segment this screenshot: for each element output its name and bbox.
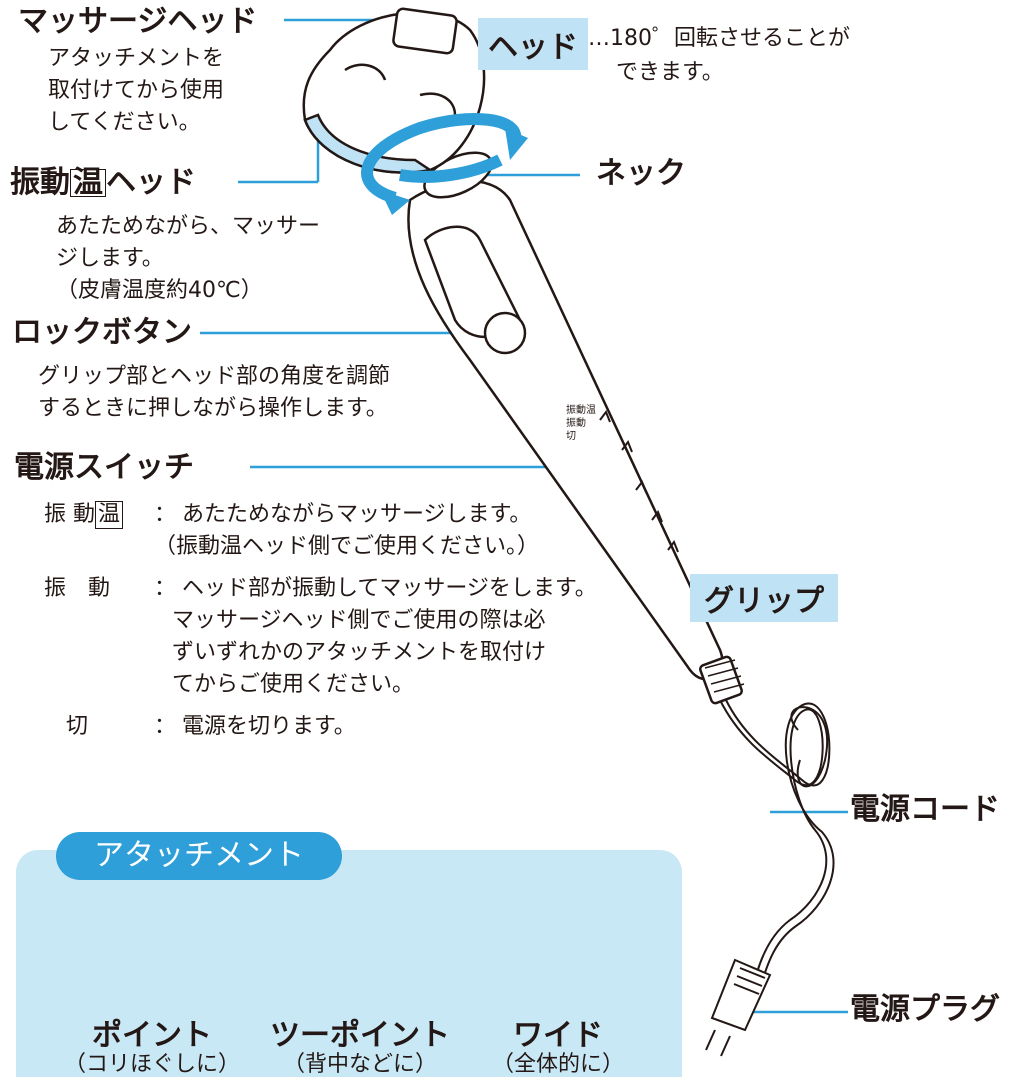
head-label: ヘッド: [478, 18, 588, 70]
switch-key-warm: 振 動温: [44, 500, 154, 530]
massage-head-label: マッサージヘッド: [18, 4, 258, 39]
rotation-arrowhead-icon: [380, 190, 410, 215]
power-switch-label: 電源スイッチ: [14, 450, 194, 485]
warm-box: 温: [70, 168, 106, 198]
power-plug-drawing: [705, 958, 772, 1057]
grip-drawing: [407, 179, 745, 705]
power-plug-label: 電源プラグ: [850, 992, 1000, 1027]
attachment-panel: [16, 850, 682, 1077]
switch-warm-line-1: あたためながらマッサージします。: [182, 502, 532, 527]
head-desc-1: …180゜回転させることが: [588, 26, 850, 51]
switch-key-vibration: 振 動: [44, 576, 111, 601]
switch-mode-warm: 振 動温：あたためながらマッサージします。: [44, 500, 531, 530]
lock-desc-2: するときに押しながら操作します。: [38, 396, 388, 421]
massage-head-desc-1: アタッチメントを: [48, 46, 225, 71]
attachment-twopoint-name: ツーポイント: [270, 1018, 450, 1053]
vib-warm-head-label: 振動温ヘッド: [10, 165, 196, 201]
switch-vib-line-3: ずいずれかのアタッチメントを取付け: [172, 640, 547, 665]
rotation-arrow-icon: [361, 113, 522, 204]
power-cord-drawing: [719, 699, 835, 983]
rotation-arrowhead-icon: [505, 128, 528, 160]
lock-desc-1: グリップ部とヘッド部の角度を調節: [38, 364, 391, 389]
attachment-title: アタッチメント: [56, 832, 342, 880]
lock-button-label: ロックボタン: [12, 315, 192, 350]
switch-warm-line-2: （振動温ヘッド側でご使用ください。）: [154, 534, 540, 559]
switch-mark-warm: 振動温: [566, 405, 596, 416]
lock-button-drawing: [483, 311, 527, 355]
vib-head-desc-3: （皮膚温度約40℃）: [56, 278, 263, 303]
switch-mark-off: 切: [566, 431, 576, 442]
neck-label: ネック: [596, 156, 686, 191]
attachment-wide-sub: （全体的に）: [491, 1052, 624, 1077]
vib-head-desc-2: ジします。: [56, 246, 164, 271]
switch-vib-line-1: ヘッド部が振動してマッサージをします。: [182, 576, 597, 601]
power-cord-label: 電源コード: [850, 792, 1000, 827]
head-drawing: [302, 7, 486, 174]
attachment-wide-name: ワイド: [513, 1018, 603, 1053]
grip-label: グリップ: [690, 574, 838, 622]
switch-mode-vibration: 振 動：ヘッド部が振動してマッサージをします。: [44, 574, 597, 604]
switch-mode-off: 切：電源を切ります。: [66, 712, 356, 742]
attachment-point-sub: （コリほぐしに）: [63, 1052, 240, 1077]
massage-head-desc-2: 取付けてから使用: [48, 78, 225, 103]
switch-vib-line-2: マッサージヘッド側でご使用の際は必: [172, 608, 546, 633]
attachment-twopoint-sub: （背中などに）: [282, 1052, 437, 1077]
switch-vib-line-4: てからご使用ください。: [172, 672, 415, 697]
switch-key-off: 切: [66, 714, 89, 739]
switch-marks: 振動温 振動 切: [566, 404, 596, 443]
attachment-point-name: ポイント: [92, 1018, 212, 1053]
head-desc-2: できます。: [616, 60, 724, 85]
vib-head-prefix: 振動: [10, 165, 70, 200]
switch-off-line-1: 電源を切ります。: [182, 714, 356, 739]
switch-mark-vib: 振動: [566, 418, 586, 429]
massage-head-desc-3: してください。: [48, 110, 201, 135]
vib-head-suffix: ヘッド: [106, 165, 196, 200]
switch-key-prefix: 振 動: [44, 502, 95, 527]
vib-head-desc-1: あたためながら、マッサー: [56, 214, 321, 239]
warm-box: 温: [95, 501, 124, 529]
